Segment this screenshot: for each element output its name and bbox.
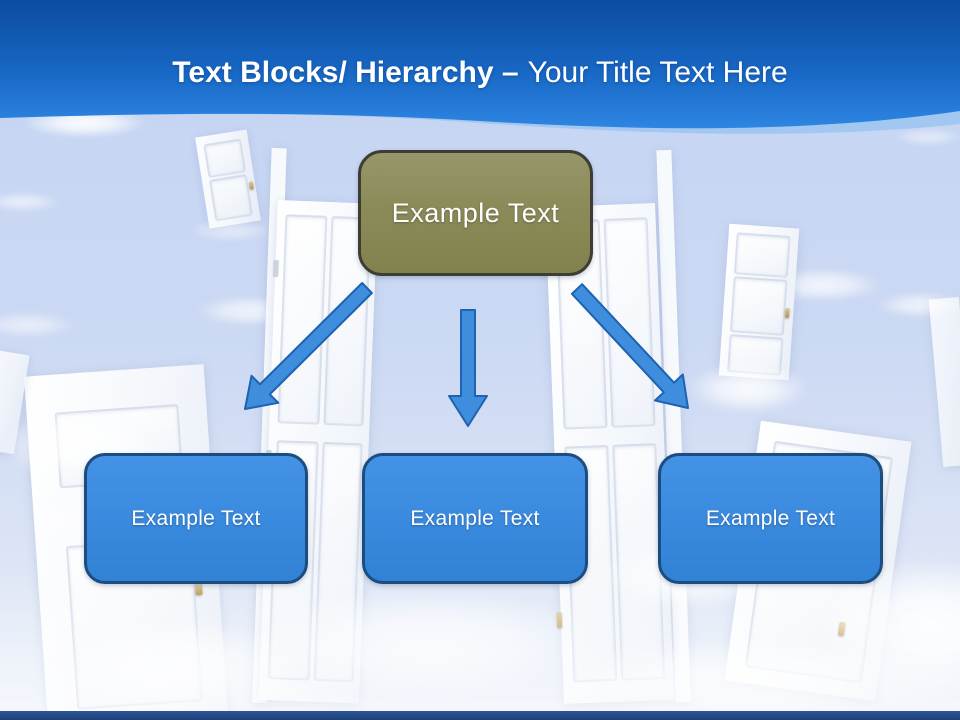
child-node-3-label: Example Text <box>705 506 836 530</box>
header-band <box>0 0 960 134</box>
child-node-1-label: Example Text <box>131 506 261 530</box>
root-node-label: Example Text <box>391 197 560 228</box>
child-node-1[interactable]: Example Text <box>84 453 308 584</box>
header-wave <box>0 0 960 129</box>
title-bold-text: Text Blocks/ Hierarchy – <box>172 56 519 89</box>
footer-bar <box>0 711 960 720</box>
child-node-2-label: Example Text <box>410 506 540 530</box>
down-right-arrow <box>570 283 689 409</box>
title-regular-text: Your Title Text Here <box>527 56 788 89</box>
child-node-2[interactable]: Example Text <box>362 453 588 584</box>
child-node-3[interactable]: Example Text <box>658 453 883 584</box>
down-arrow <box>448 309 488 427</box>
root-node[interactable]: Example Text <box>358 150 593 276</box>
slide-title[interactable]: Text Blocks/ Hierarchy –Your Title Text … <box>0 54 960 92</box>
down-left-arrow <box>244 282 373 410</box>
